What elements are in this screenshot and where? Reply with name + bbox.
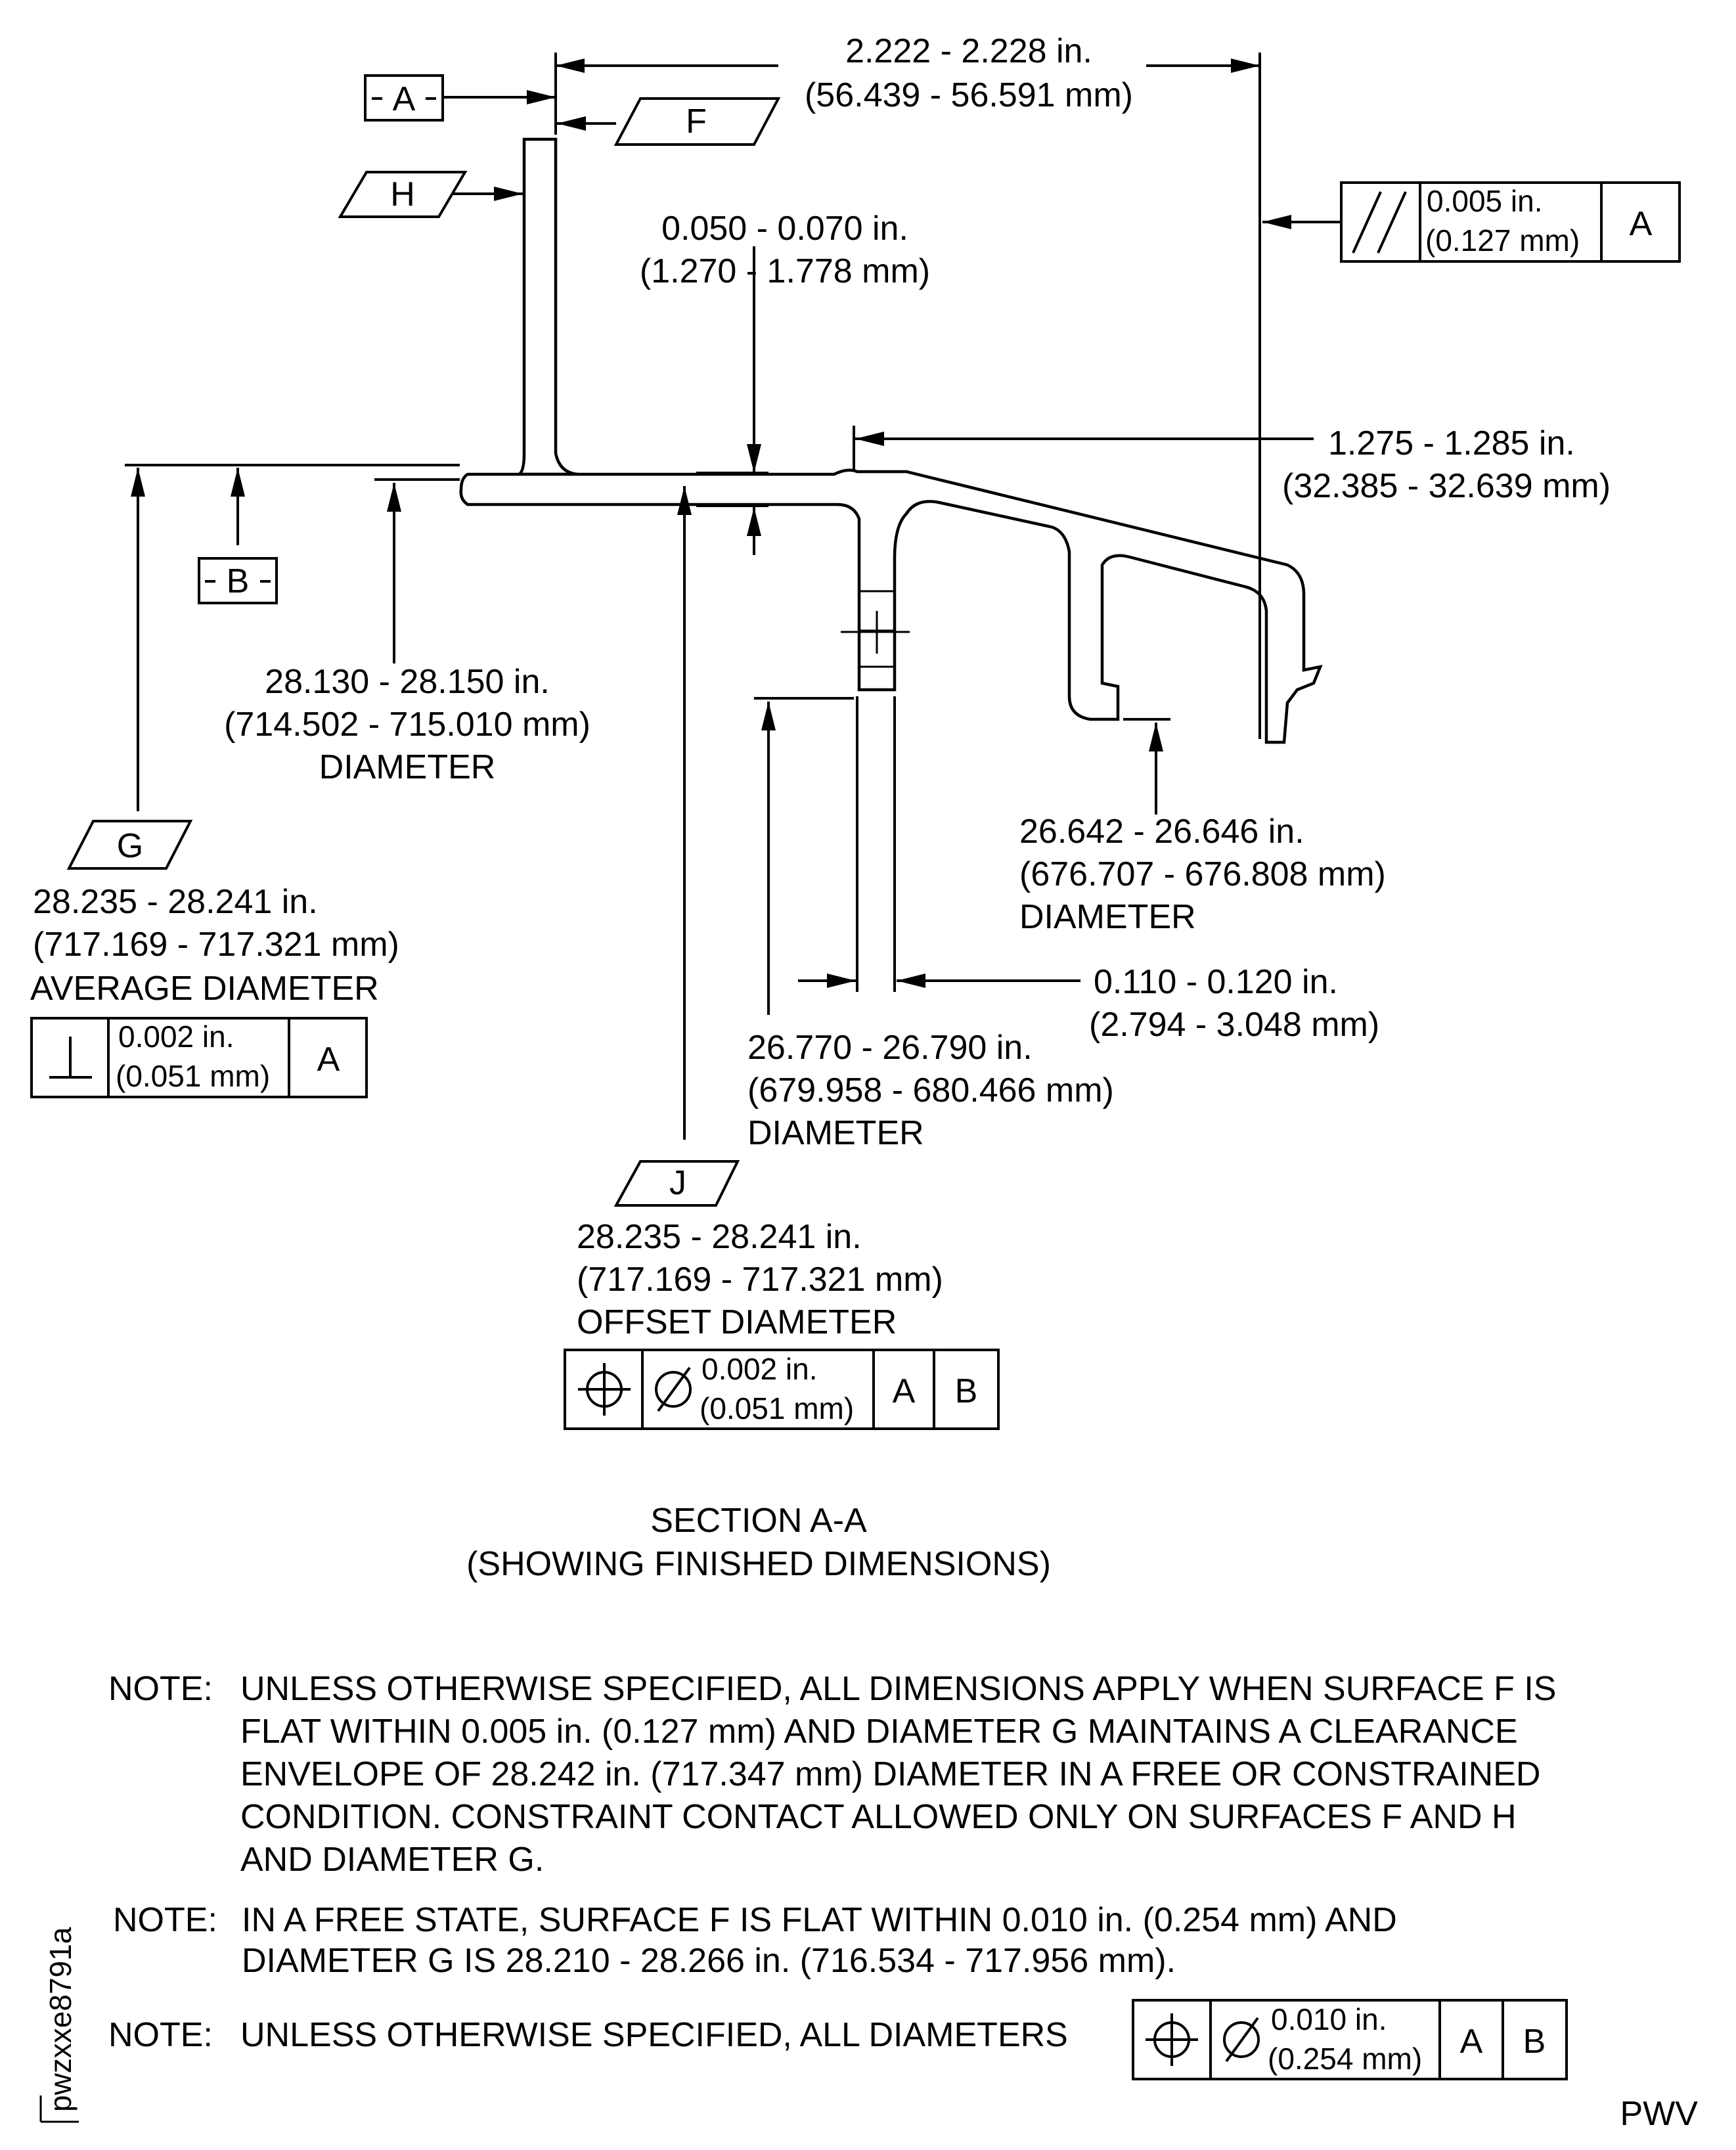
svg-text:OFFSET DIAMETER: OFFSET DIAMETER — [577, 1303, 897, 1341]
svg-text:A: A — [1630, 205, 1653, 243]
part-profile — [459, 137, 1323, 744]
svg-text:(SHOWING FINISHED DIMENSIONS): (SHOWING FINISHED DIMENSIONS) — [466, 1545, 1051, 1583]
note-1: NOTE: UNLESS OTHERWISE SPECIFIED, ALL DI… — [108, 1670, 1556, 1879]
note-3: NOTE: UNLESS OTHERWISE SPECIFIED, ALL DI… — [108, 2016, 1068, 2054]
dim-average-diameter: 28.235 - 28.241 in. (717.169 - 717.321 m… — [30, 883, 399, 1008]
svg-text:A: A — [1460, 2023, 1483, 2061]
svg-text:FLAT WITHIN 0.005 in. (0.127 m: FLAT WITHIN 0.005 in. (0.127 mm) AND DIA… — [240, 1713, 1518, 1751]
section-title: SECTION A-A (SHOWING FINISHED DIMENSIONS… — [466, 1502, 1051, 1583]
datum-b-symbol: B — [198, 557, 278, 604]
svg-text:28.235 - 28.241 in.: 28.235 - 28.241 in. — [33, 883, 318, 921]
diameter-g-symbol: G — [66, 820, 193, 870]
fcf-position-offset: 0.002 in. (0.051 mm) A B — [564, 1349, 1000, 1430]
fcf-perpendicularity: 0.002 in. (0.051 mm) A — [30, 1017, 368, 1098]
fcf-parallelism: 0.005 in. (0.127 mm) A — [1340, 181, 1681, 263]
svg-text:DIAMETER: DIAMETER — [319, 748, 496, 786]
svg-text:G: G — [117, 827, 143, 865]
svg-text:DIAMETER: DIAMETER — [1019, 898, 1196, 936]
svg-text:NOTE:: NOTE: — [113, 1901, 217, 1939]
figure-id: pwzxxe8791a — [39, 1927, 79, 2123]
svg-text:AND DIAMETER G.: AND DIAMETER G. — [240, 1841, 544, 1879]
svg-text:(717.169 - 717.321 mm): (717.169 - 717.321 mm) — [577, 1261, 943, 1299]
note-2: NOTE: IN A FREE STATE, SURFACE F IS FLAT… — [113, 1901, 1397, 1980]
svg-text:0.110 - 0.120 in.: 0.110 - 0.120 in. — [1094, 963, 1338, 1001]
dimension-lines — [125, 53, 1340, 1140]
svg-text:NOTE:: NOTE: — [108, 2016, 213, 2054]
dim-overall-width: 2.222 - 2.228 in. (56.439 - 56.591 mm) — [805, 32, 1133, 114]
svg-text:DIAMETER: DIAMETER — [747, 1114, 924, 1152]
company-mark: PWV — [1620, 2095, 1699, 2133]
dim-diameter-28130: 28.130 - 28.150 in. (714.502 - 715.010 m… — [224, 663, 590, 786]
svg-text:28.235 - 28.241 in.: 28.235 - 28.241 in. — [577, 1218, 862, 1256]
svg-text:0.005 in.: 0.005 in. — [1427, 184, 1542, 218]
surface-h-symbol: H — [338, 171, 468, 218]
dim-web-thickness: 0.110 - 0.120 in. (2.794 - 3.048 mm) — [1089, 963, 1379, 1044]
fcf-position-notes: 0.010 in. (0.254 mm) A B — [1132, 1999, 1568, 2080]
svg-text:(2.794 - 3.048 mm): (2.794 - 3.048 mm) — [1089, 1006, 1379, 1044]
svg-text:AVERAGE DIAMETER: AVERAGE DIAMETER — [30, 970, 379, 1008]
svg-text:0.002 in.: 0.002 in. — [118, 1019, 234, 1054]
svg-text:(1.270 - 1.778 mm): (1.270 - 1.778 mm) — [640, 252, 930, 290]
svg-text:(56.439 - 56.591 mm): (56.439 - 56.591 mm) — [805, 76, 1133, 114]
svg-text:0.050 - 0.070 in.: 0.050 - 0.070 in. — [661, 210, 908, 248]
svg-text:(679.958 - 680.466 mm): (679.958 - 680.466 mm) — [747, 1071, 1114, 1109]
svg-text:0.010 in.: 0.010 in. — [1271, 2002, 1387, 2036]
diameter-j-symbol: J — [613, 1160, 740, 1207]
svg-text:UNLESS OTHERWISE SPECIFIED, AL: UNLESS OTHERWISE SPECIFIED, ALL DIAMETER… — [240, 2016, 1068, 2054]
svg-text:J: J — [669, 1164, 686, 1202]
svg-text:(0.051 mm): (0.051 mm) — [116, 1059, 270, 1093]
svg-text:B: B — [955, 1372, 978, 1410]
svg-text:(714.502 - 715.010 mm): (714.502 - 715.010 mm) — [224, 705, 590, 744]
surface-f-symbol: F — [613, 97, 781, 146]
svg-text:UNLESS OTHERWISE SPECIFIED, AL: UNLESS OTHERWISE SPECIFIED, ALL DIMENSIO… — [240, 1670, 1556, 1708]
svg-text:B: B — [1523, 2023, 1546, 2061]
dim-offset-diameter: 28.235 - 28.241 in. (717.169 - 717.321 m… — [577, 1218, 943, 1341]
svg-text:B: B — [227, 562, 250, 600]
svg-text:SECTION A-A: SECTION A-A — [650, 1502, 867, 1540]
svg-text:(0.254 mm): (0.254 mm) — [1268, 2042, 1422, 2076]
svg-text:0.002 in.: 0.002 in. — [701, 1352, 817, 1386]
datum-a-symbol: A — [364, 74, 444, 122]
svg-text:A: A — [893, 1372, 916, 1410]
svg-text:28.130 - 28.150 in.: 28.130 - 28.150 in. — [265, 663, 550, 701]
dim-flange-thickness: 0.050 - 0.070 in. (1.270 - 1.778 mm) — [640, 210, 930, 290]
svg-text:(32.385 - 32.639 mm): (32.385 - 32.639 mm) — [1282, 467, 1611, 505]
dim-diameter-26642: 26.642 - 26.646 in. (676.707 - 676.808 m… — [1019, 813, 1386, 936]
svg-text:F: F — [686, 102, 707, 141]
svg-text:1.275 - 1.285 in.: 1.275 - 1.285 in. — [1328, 424, 1575, 462]
svg-text:ENVELOPE OF 28.242 in. (717.34: ENVELOPE OF 28.242 in. (717.347 mm) DIAM… — [240, 1755, 1540, 1793]
svg-text:(0.051 mm): (0.051 mm) — [700, 1391, 854, 1425]
dim-diameter-26770: 26.770 - 26.790 in. (679.958 - 680.466 m… — [747, 1029, 1114, 1152]
svg-text:(717.169 - 717.321 mm): (717.169 - 717.321 mm) — [33, 926, 399, 964]
svg-text:26.642 - 26.646 in.: 26.642 - 26.646 in. — [1019, 813, 1304, 851]
svg-text:CONDITION. CONSTRAINT CONTACT: CONDITION. CONSTRAINT CONTACT ALLOWED ON… — [240, 1798, 1517, 1836]
svg-text:NOTE:: NOTE: — [108, 1670, 213, 1708]
svg-text:A: A — [393, 80, 416, 118]
svg-text:(676.707 - 676.808 mm): (676.707 - 676.808 mm) — [1019, 855, 1386, 893]
dim-tip-width: 1.275 - 1.285 in. (32.385 - 32.639 mm) — [1282, 424, 1611, 505]
svg-text:IN A FREE STATE, SURFACE F IS: IN A FREE STATE, SURFACE F IS FLAT WITHI… — [242, 1901, 1397, 1939]
svg-text:26.770 - 26.790 in.: 26.770 - 26.790 in. — [747, 1029, 1033, 1067]
svg-text:DIAMETER G IS 28.210 - 28.266: DIAMETER G IS 28.210 - 28.266 in. (716.5… — [242, 1942, 1176, 1980]
svg-text:H: H — [390, 175, 415, 213]
svg-text:pwzxxe8791a: pwzxxe8791a — [43, 1927, 78, 2112]
svg-text:(0.127 mm): (0.127 mm) — [1425, 223, 1580, 258]
svg-text:A: A — [317, 1041, 340, 1079]
svg-text:2.222 - 2.228 in.: 2.222 - 2.228 in. — [845, 32, 1092, 70]
